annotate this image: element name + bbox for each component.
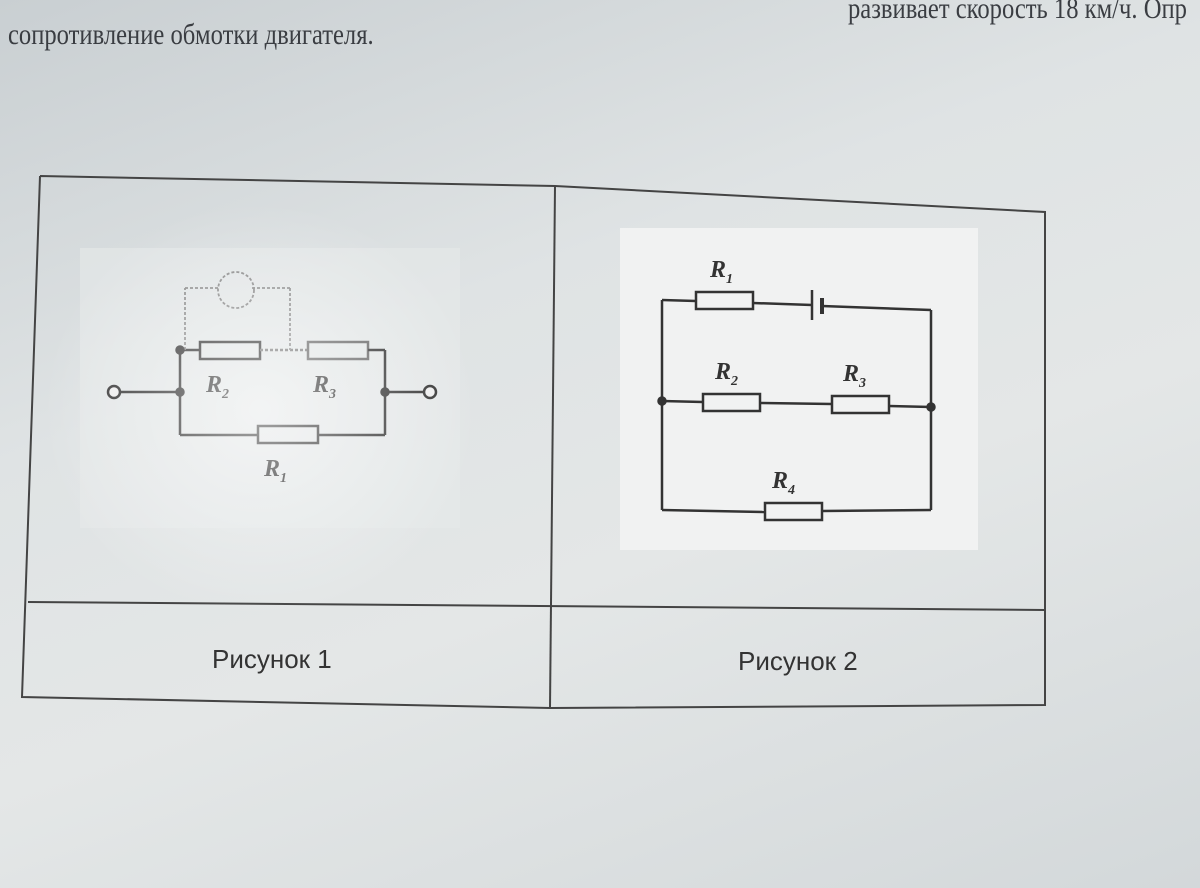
figure2-card [620, 228, 978, 550]
terminal-right [422, 384, 438, 400]
page-text-line2: сопротивление обмотки двигателя. [8, 18, 374, 51]
fig1-caption: Рисунок 1 [212, 644, 332, 674]
fig2-resistor-r4 [763, 501, 824, 522]
fig2-label-r4: R4 [771, 468, 795, 498]
figure2-circuit [657, 290, 936, 522]
terminal-left [106, 384, 122, 400]
fig2-caption: Рисунок 2 [738, 646, 858, 676]
fig2-label-r2: R2 [714, 359, 738, 389]
fig2-label-r3: R3 [842, 361, 866, 391]
fig2-resistor-r3 [830, 394, 891, 415]
fig2-resistor-r1 [694, 290, 755, 311]
fig2-resistor-r2 [701, 392, 762, 413]
page-text-line1: развивает скорость 18 км/ч. Опр [848, 0, 1187, 25]
fig2-label-r1: R1 [709, 257, 733, 287]
